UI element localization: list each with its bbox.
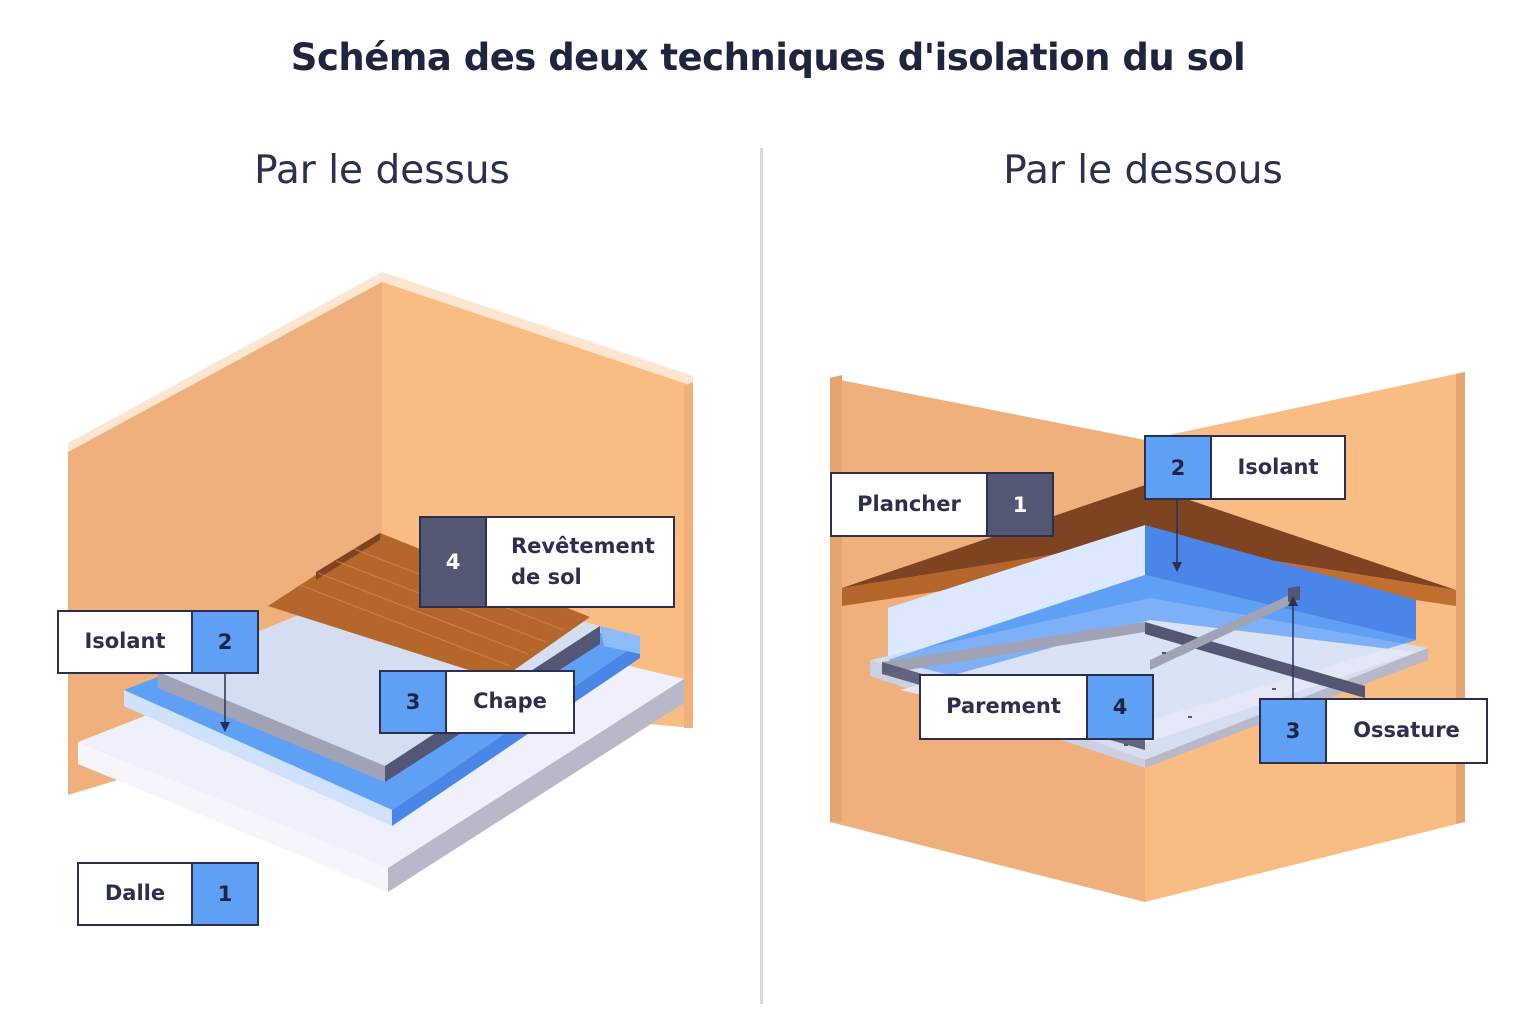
label-parement-text: Parement xyxy=(946,694,1061,719)
isolant-front-left xyxy=(888,525,1145,660)
label-left-isolant: Isolant 2 xyxy=(57,610,259,674)
label-dalle-text: Dalle xyxy=(104,881,166,906)
ossature-joist-4 xyxy=(1288,586,1300,602)
label-plancher-text: Plancher xyxy=(857,491,961,516)
label-parement-number: 4 xyxy=(1086,676,1152,738)
insulation-right-face xyxy=(392,642,640,826)
insulation-upstand xyxy=(600,626,640,654)
right-wall-left-edge xyxy=(830,375,842,822)
ossature-joist-3 xyxy=(1150,590,1300,670)
label-dalle: Dalle 1 xyxy=(77,862,259,926)
page-title: Schéma des deux techniques d'isolation d… xyxy=(290,36,1246,79)
label-ossature-number: 3 xyxy=(1261,700,1327,762)
label-chape-text: Chape xyxy=(473,689,547,714)
label-right-isolant-number: 2 xyxy=(1146,437,1212,498)
label-ossature: 3 Ossature xyxy=(1259,698,1488,764)
panel-divider xyxy=(760,148,763,1004)
ossature-joist-2 xyxy=(882,622,1145,674)
slab-right-face xyxy=(388,679,684,892)
insulation-left-face xyxy=(124,690,392,826)
label-plancher-number: 1 xyxy=(986,474,1052,535)
plancher-front-left xyxy=(842,540,1145,606)
label-revetement: 4 Revêtement de sol xyxy=(419,516,675,608)
right-wall-left xyxy=(830,378,1145,902)
right-panel-title: Par le dessous xyxy=(1003,148,1283,193)
label-ossature-text: Ossature xyxy=(1353,718,1460,743)
label-right-isolant: 2 Isolant xyxy=(1144,435,1346,500)
label-chape: 3 Chape xyxy=(379,670,575,734)
label-chape-number: 3 xyxy=(381,672,447,732)
left-wall-top-edge-right xyxy=(382,272,693,386)
left-isolant-arrowhead xyxy=(220,722,230,732)
isolant-back xyxy=(1145,525,1416,640)
wood-floor-back-edge xyxy=(316,533,380,580)
slab-left-face xyxy=(78,742,388,892)
left-wall-top-edge-left xyxy=(68,272,382,452)
label-left-isolant-text: Isolant xyxy=(84,629,166,654)
right-ossature-arrowhead xyxy=(1288,596,1298,606)
right-isolant-arrowhead xyxy=(1172,562,1182,572)
label-revetement-number: 4 xyxy=(421,518,487,606)
left-panel-title: Par le dessus xyxy=(254,148,510,193)
label-dalle-number: 1 xyxy=(191,864,257,924)
plancher-front-right xyxy=(1145,540,1456,606)
ossature-joist-1 xyxy=(1145,622,1365,698)
label-parement: Parement 4 xyxy=(919,674,1154,740)
label-plancher: Plancher 1 xyxy=(830,472,1054,537)
screed-left-face xyxy=(158,672,385,782)
label-revetement-text: Revêtement de sol xyxy=(511,533,655,590)
left-wall-side-edge xyxy=(684,382,693,728)
label-right-isolant-text: Isolant xyxy=(1237,454,1319,479)
label-left-isolant-number: 2 xyxy=(191,612,257,672)
